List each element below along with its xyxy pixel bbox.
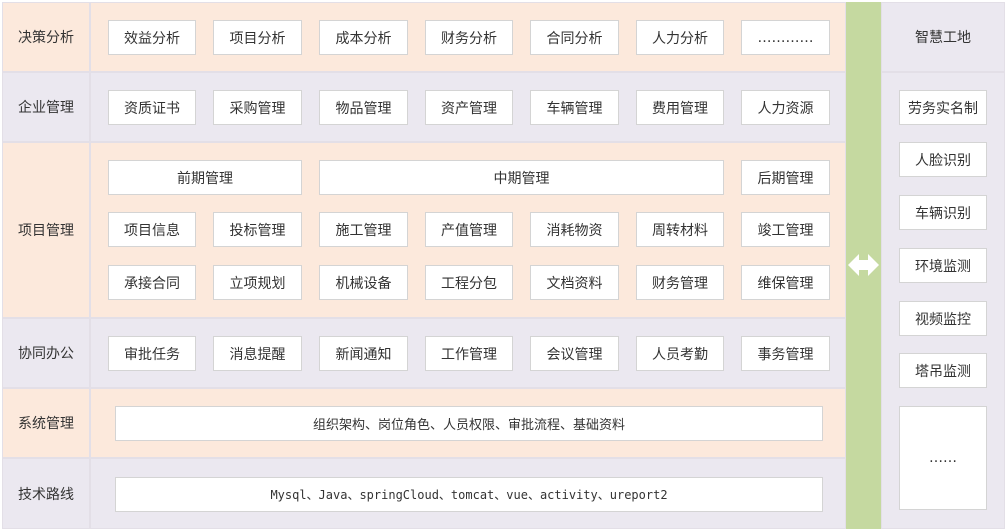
- row-label-project: 项目管理: [2, 142, 90, 318]
- module-box[interactable]: 工作管理: [425, 336, 513, 371]
- module-box[interactable]: 会议管理: [530, 336, 619, 371]
- row-enterprise-management: 资质证书 采购管理 物品管理 资产管理 车辆管理 费用管理 人力资源: [90, 72, 846, 142]
- module-box[interactable]: 立项规划: [213, 265, 302, 300]
- smart-site-item[interactable]: 劳务实名制: [899, 90, 987, 125]
- module-box-more[interactable]: …………: [741, 20, 830, 55]
- smart-site-item[interactable]: 塔吊监测: [899, 353, 987, 388]
- module-box[interactable]: 项目信息: [108, 212, 196, 247]
- phase-box-late[interactable]: 后期管理: [741, 160, 830, 195]
- module-box[interactable]: 投标管理: [213, 212, 302, 247]
- module-box[interactable]: 工程分包: [425, 265, 513, 300]
- module-box[interactable]: 资产管理: [425, 90, 513, 125]
- module-box[interactable]: 项目分析: [213, 20, 302, 55]
- module-box[interactable]: 财务管理: [636, 265, 724, 300]
- module-box[interactable]: 人员考勤: [636, 336, 724, 371]
- row-label-system: 系统管理: [2, 388, 90, 458]
- row-label-decision: 决策分析: [2, 2, 90, 72]
- row-label-enterprise: 企业管理: [2, 72, 90, 142]
- row-collaborative-office: 审批任务 消息提醒 新闻通知 工作管理 会议管理 人员考勤 事务管理: [90, 318, 846, 388]
- double-arrow-icon: [846, 248, 881, 282]
- module-box[interactable]: 采购管理: [213, 90, 302, 125]
- module-box[interactable]: 新闻通知: [319, 336, 408, 371]
- module-box[interactable]: 消息提醒: [213, 336, 302, 371]
- row-technology-stack: Mysql、Java、springCloud、tomcat、vue、activi…: [90, 458, 846, 529]
- smart-site-title: 智慧工地: [881, 2, 1005, 72]
- smart-site-panel: 劳务实名制 人脸识别 车辆识别 环境监测 视频监控 塔吊监测 ……: [881, 72, 1005, 529]
- module-box[interactable]: 费用管理: [636, 90, 724, 125]
- smart-site-item[interactable]: 人脸识别: [899, 142, 987, 177]
- smart-site-item[interactable]: 车辆识别: [899, 195, 987, 230]
- module-box[interactable]: 财务分析: [425, 20, 513, 55]
- phase-box-middle[interactable]: 中期管理: [319, 160, 724, 195]
- row-decision-analysis: 效益分析 项目分析 成本分析 财务分析 合同分析 人力分析 …………: [90, 2, 846, 72]
- row-project-management: 前期管理 中期管理 后期管理 项目信息 投标管理 施工管理 产值管理 消耗物资 …: [90, 142, 846, 318]
- smart-site-item[interactable]: 视频监控: [899, 301, 987, 336]
- module-box[interactable]: 施工管理: [319, 212, 408, 247]
- module-box[interactable]: 承接合同: [108, 265, 196, 300]
- module-box[interactable]: 维保管理: [741, 265, 830, 300]
- module-box[interactable]: 人力资源: [741, 90, 830, 125]
- module-box[interactable]: 效益分析: [108, 20, 196, 55]
- row-system-management: 组织架构、岗位角色、人员权限、审批流程、基础资料: [90, 388, 846, 458]
- smart-site-item[interactable]: 环境监测: [899, 248, 987, 283]
- phase-box-early[interactable]: 前期管理: [108, 160, 302, 195]
- module-box[interactable]: 文档资料: [530, 265, 619, 300]
- module-box[interactable]: 合同分析: [530, 20, 619, 55]
- module-box[interactable]: 事务管理: [741, 336, 830, 371]
- module-box[interactable]: 消耗物资: [530, 212, 619, 247]
- module-box[interactable]: 产值管理: [425, 212, 513, 247]
- module-box[interactable]: 周转材料: [636, 212, 724, 247]
- module-box[interactable]: 物品管理: [319, 90, 408, 125]
- row-label-collaboration: 协同办公: [2, 318, 90, 388]
- module-box[interactable]: 资质证书: [108, 90, 196, 125]
- system-modules-box[interactable]: 组织架构、岗位角色、人员权限、审批流程、基础资料: [115, 406, 823, 441]
- tech-stack-box[interactable]: Mysql、Java、springCloud、tomcat、vue、activi…: [115, 477, 823, 512]
- module-box[interactable]: 成本分析: [319, 20, 408, 55]
- connector-bar: [846, 2, 881, 529]
- module-box[interactable]: 审批任务: [108, 336, 196, 371]
- module-box[interactable]: 竣工管理: [741, 212, 830, 247]
- module-box[interactable]: 车辆管理: [530, 90, 619, 125]
- module-box[interactable]: 人力分析: [636, 20, 724, 55]
- module-box[interactable]: 机械设备: [319, 265, 408, 300]
- row-label-tech: 技术路线: [2, 458, 90, 529]
- smart-site-item-more[interactable]: ……: [899, 406, 987, 510]
